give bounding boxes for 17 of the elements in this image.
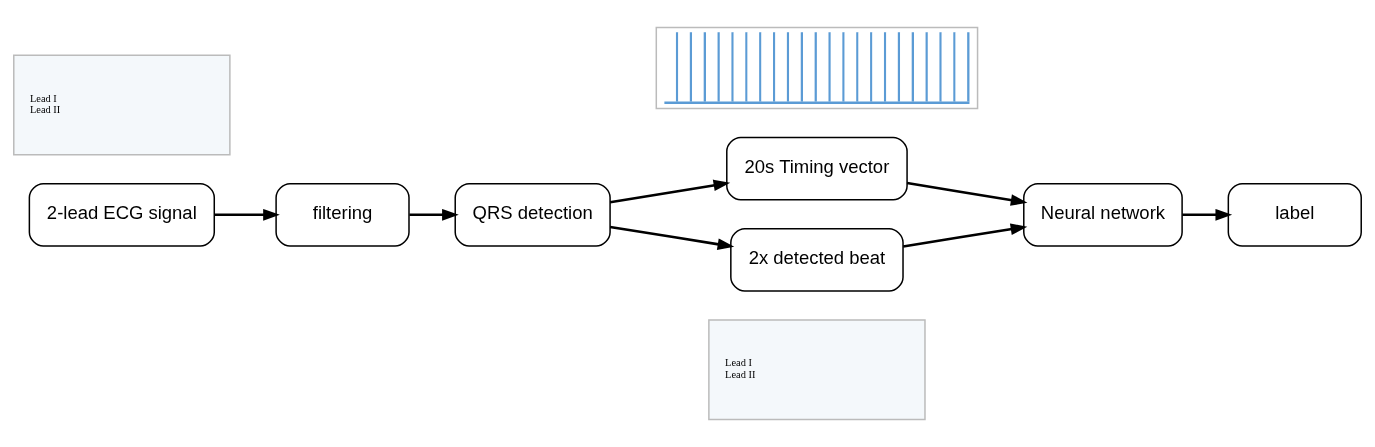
arrow — [906, 181, 1028, 206]
arrow — [1182, 209, 1233, 221]
node-picture — [655, 26, 979, 110]
arrow — [609, 225, 735, 250]
node-box: Lead I Lead II — [708, 319, 926, 421]
arrow — [903, 223, 1028, 248]
node-box: Lead I Lead II — [13, 54, 231, 156]
arrow — [214, 209, 280, 221]
node-box: label — [1227, 182, 1362, 247]
arrow — [609, 179, 731, 204]
node-box: 20s Timing vector — [726, 136, 908, 201]
node-box: filtering — [275, 182, 410, 247]
node-box: Neural network — [1023, 182, 1183, 247]
arrow — [409, 209, 459, 221]
node-box: QRS detection — [454, 182, 611, 247]
node-box: 2x detected beat — [730, 227, 904, 292]
node-box: 2-lead ECG signal — [28, 182, 215, 247]
